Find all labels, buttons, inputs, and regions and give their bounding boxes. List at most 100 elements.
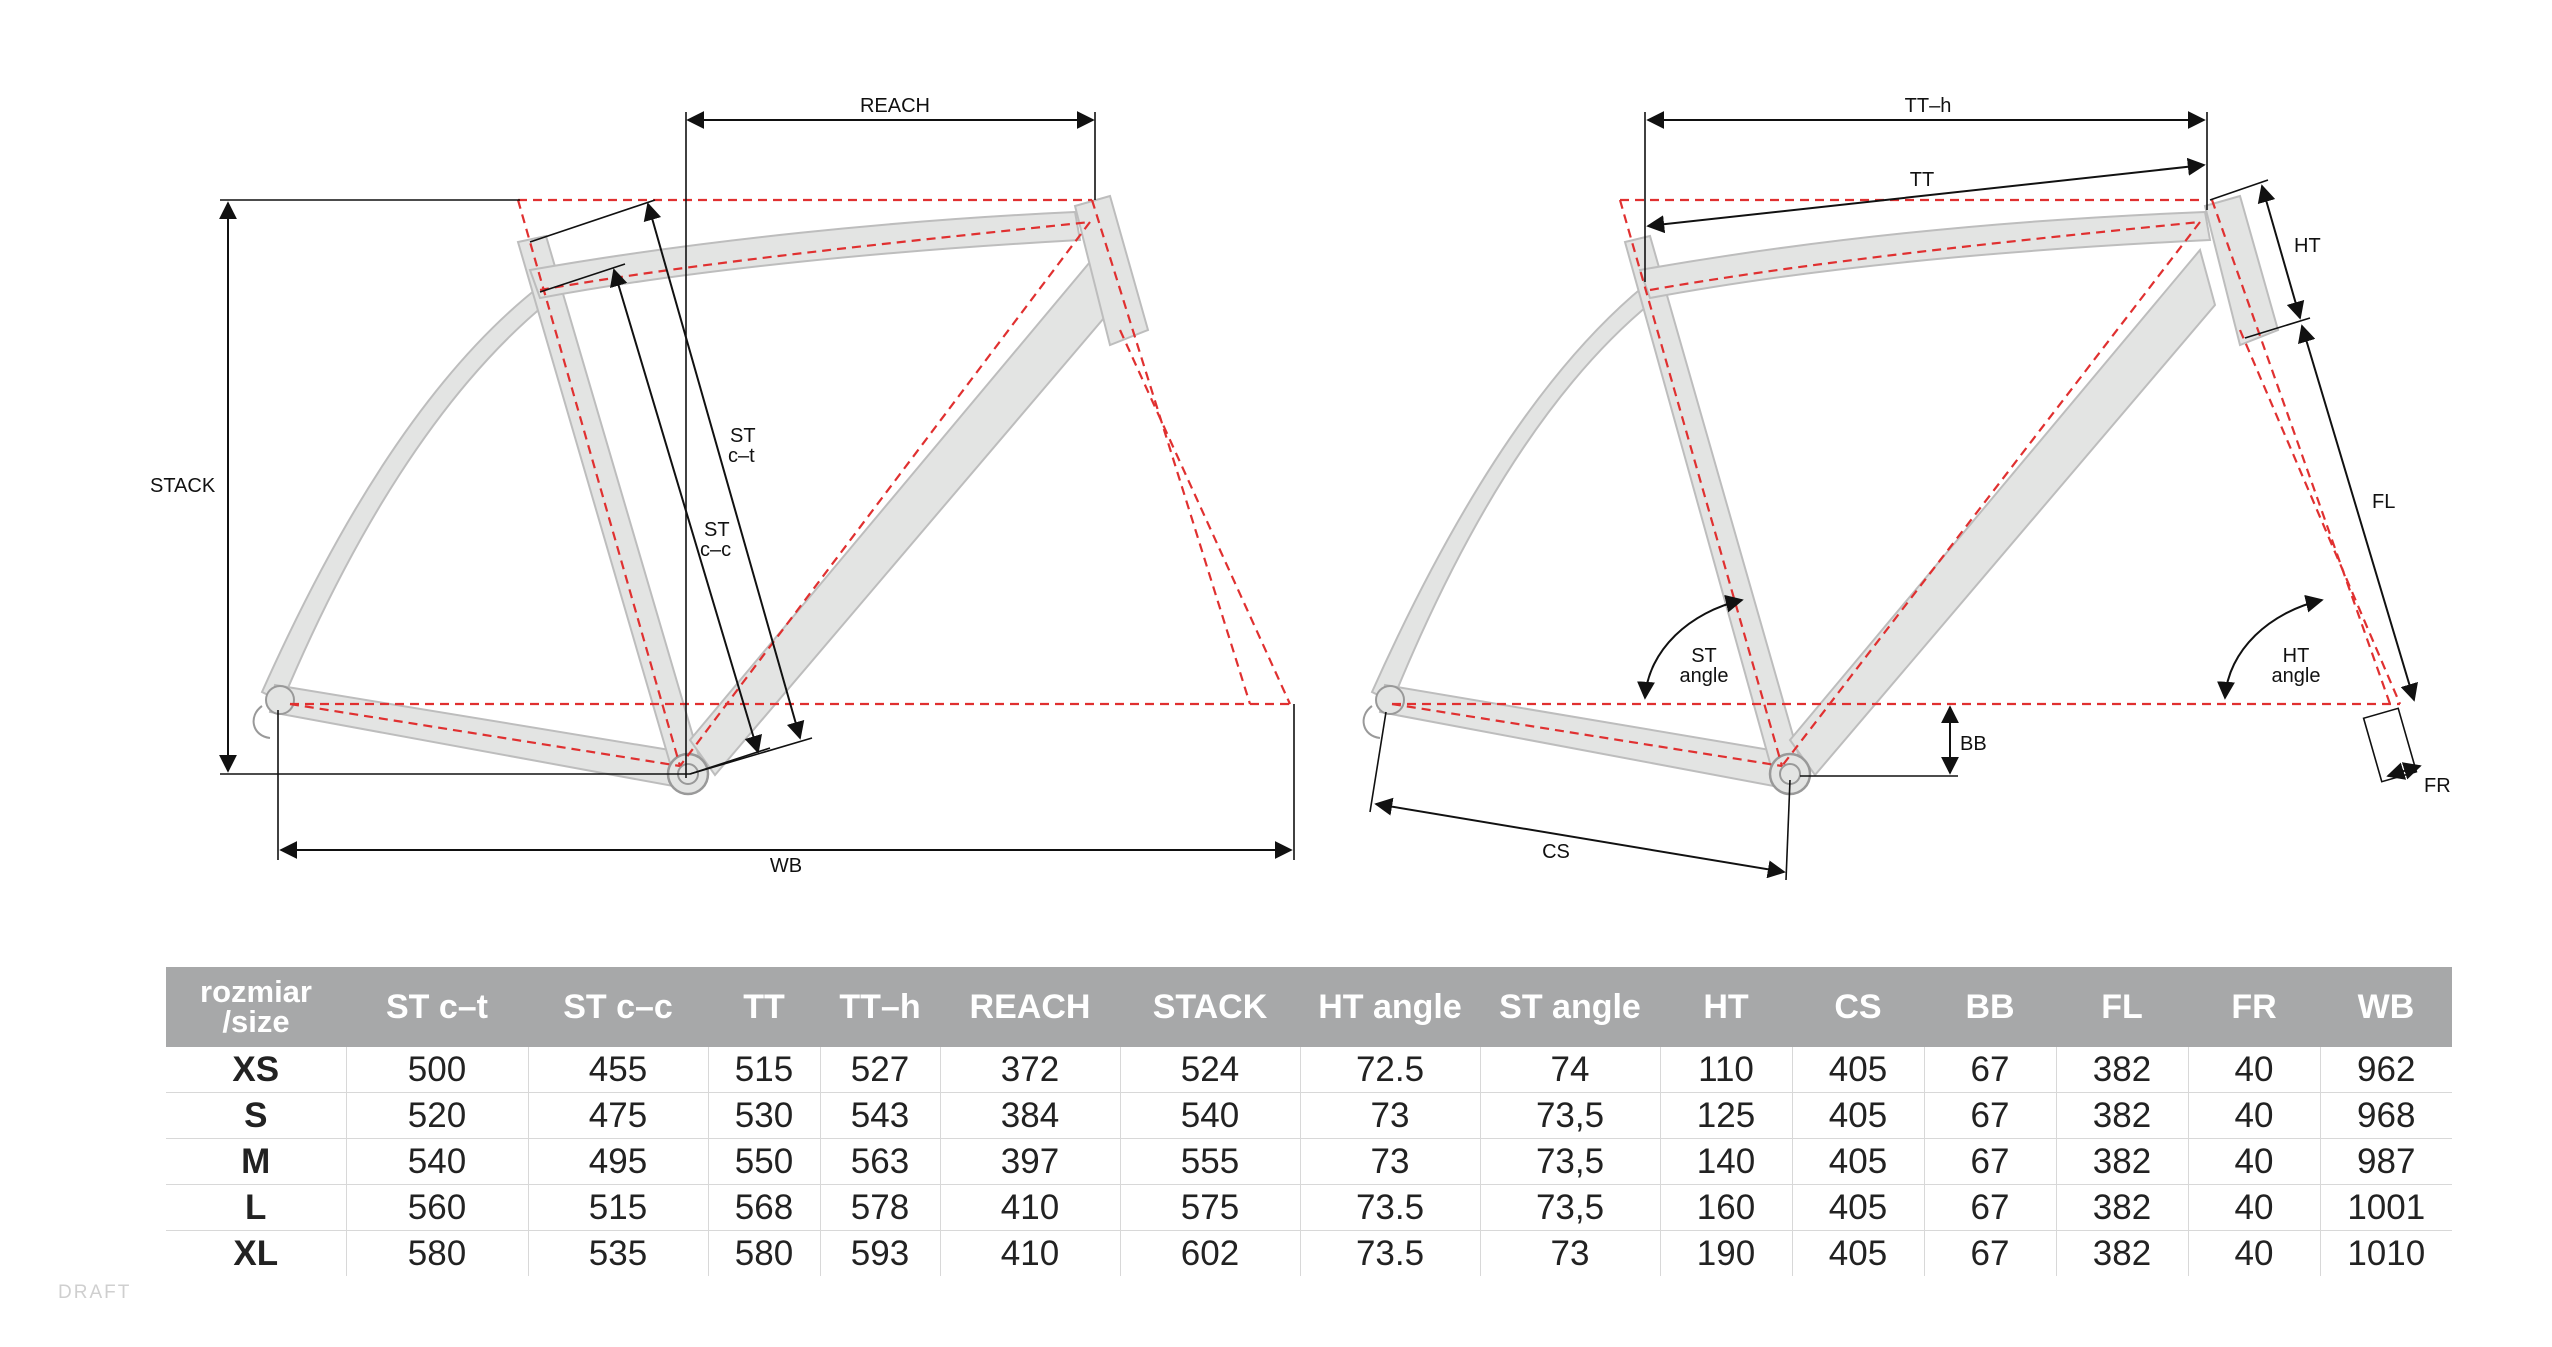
- table-row: M 540 495 550 563 397 555 73 73,5 140 40…: [166, 1138, 2452, 1185]
- table-cell: 575: [1119, 1184, 1300, 1231]
- header-tt: TT: [708, 967, 820, 1047]
- right-frame-diagram: TT–h TT HT FL ST angle HT angle BB CS FR: [1362, 95, 2451, 881]
- st-ct-label-line1: ST: [730, 425, 756, 447]
- ht-angle-label-line1: HT: [2283, 645, 2310, 667]
- table-cell: 110: [1659, 1047, 1792, 1093]
- header-ht-angle: HT angle: [1300, 967, 1480, 1047]
- size-cell: M: [166, 1138, 346, 1185]
- header-stack: STACK: [1120, 967, 1300, 1047]
- table-cell: 73,5: [1479, 1184, 1660, 1231]
- table-cell: 397: [939, 1138, 1120, 1185]
- header-ht: HT: [1660, 967, 1792, 1047]
- fl-label: FL: [2372, 491, 2395, 513]
- header-fl: FL: [2056, 967, 2188, 1047]
- table-cell: 384: [939, 1092, 1120, 1139]
- table-cell: 125: [1659, 1092, 1792, 1139]
- table-cell: 382: [2055, 1138, 2188, 1185]
- table-cell: 405: [1791, 1047, 1924, 1093]
- size-cell: S: [166, 1092, 346, 1139]
- table-cell: 543: [819, 1092, 940, 1139]
- table-cell: 382: [2055, 1230, 2188, 1276]
- table-cell: 968: [2319, 1092, 2452, 1139]
- table-cell: 527: [819, 1047, 940, 1093]
- table-cell: 405: [1791, 1138, 1924, 1185]
- table-cell: 455: [527, 1047, 708, 1093]
- table-cell: 540: [345, 1138, 528, 1185]
- reach-label: REACH: [860, 95, 930, 117]
- table-cell: 405: [1791, 1184, 1924, 1231]
- table-cell: 520: [345, 1092, 528, 1139]
- ht-label: HT: [2294, 235, 2321, 257]
- table-cell: 410: [939, 1184, 1120, 1231]
- table-cell: 72.5: [1299, 1047, 1480, 1093]
- header-size: rozmiar /size: [166, 967, 346, 1047]
- header-wb: WB: [2320, 967, 2452, 1047]
- table-cell: 40: [2187, 1138, 2320, 1185]
- table-cell: 372: [939, 1047, 1120, 1093]
- table-cell: 67: [1923, 1230, 2056, 1276]
- table-cell: 515: [527, 1184, 708, 1231]
- table-cell: 67: [1923, 1047, 2056, 1093]
- size-cell: L: [166, 1184, 346, 1231]
- table-cell: 987: [2319, 1138, 2452, 1185]
- table-cell: 540: [1119, 1092, 1300, 1139]
- ht-angle-label-line2: angle: [2272, 665, 2321, 687]
- table-cell: 405: [1791, 1092, 1924, 1139]
- table-cell: 524: [1119, 1047, 1300, 1093]
- st-angle-label-line2: angle: [1680, 665, 1729, 687]
- table-cell: 382: [2055, 1184, 2188, 1231]
- table-cell: 1001: [2319, 1184, 2452, 1231]
- left-labels: REACH STACK ST c–t ST c–c WB: [150, 95, 930, 877]
- table-cell: 67: [1923, 1138, 2056, 1185]
- geometry-table: rozmiar /size ST c–t ST c–c TT TT–h REAC…: [166, 967, 2452, 1276]
- table-cell: 67: [1923, 1092, 2056, 1139]
- table-cell: 578: [819, 1184, 940, 1231]
- table-cell: 382: [2055, 1092, 2188, 1139]
- table-row: S 520 475 530 543 384 540 73 73,5 125 40…: [166, 1092, 2452, 1139]
- table-cell: 515: [707, 1047, 820, 1093]
- right-labels: TT–h TT HT FL ST angle HT angle BB CS FR: [1542, 95, 2451, 863]
- stack-label: STACK: [150, 475, 216, 497]
- table-cell: 530: [707, 1092, 820, 1139]
- size-cell: XS: [166, 1047, 346, 1093]
- st-ct-label-line2: c–t: [728, 445, 755, 467]
- header-st-cc: ST c–c: [528, 967, 708, 1047]
- table-cell: 73: [1299, 1138, 1480, 1185]
- table-cell: 73,5: [1479, 1138, 1660, 1185]
- st-cc-label-line2: c–c: [700, 539, 731, 561]
- table-cell: 500: [345, 1047, 528, 1093]
- table-cell: 535: [527, 1230, 708, 1276]
- table-cell: 1010: [2319, 1230, 2452, 1276]
- header-size-line2: /size: [222, 1004, 290, 1039]
- header-cs: CS: [1792, 967, 1924, 1047]
- table-row: XS 500 455 515 527 372 524 72.5 74 110 4…: [166, 1047, 2452, 1093]
- size-cell: XL: [233, 1233, 279, 1273]
- header-fr: FR: [2188, 967, 2320, 1047]
- table-cell: 382: [2055, 1047, 2188, 1093]
- table-cell: 40: [2187, 1092, 2320, 1139]
- left-frame-diagram: REACH STACK ST c–t ST c–c WB: [150, 95, 1295, 877]
- table-cell: 568: [707, 1184, 820, 1231]
- table-cell: 593: [819, 1230, 940, 1276]
- st-cc-label-line1: ST: [704, 519, 730, 541]
- table-cell: 563: [819, 1138, 940, 1185]
- header-st-angle: ST angle: [1480, 967, 1660, 1047]
- fr-label: FR: [2424, 775, 2451, 797]
- table-cell: 40: [2187, 1047, 2320, 1093]
- table-cell: 140: [1659, 1138, 1792, 1185]
- tt-label: TT: [1910, 169, 1934, 191]
- table-header-row: rozmiar /size ST c–t ST c–c TT TT–h REAC…: [166, 967, 2452, 1047]
- table-cell: 73: [1479, 1230, 1660, 1276]
- header-tt-h: TT–h: [820, 967, 940, 1047]
- table-cell: 160: [1659, 1184, 1792, 1231]
- draft-watermark: DRAFT: [58, 1282, 132, 1303]
- cs-label: CS: [1542, 841, 1570, 863]
- table-cell: 67: [1923, 1184, 2056, 1231]
- table-cell: 73.5: [1299, 1230, 1480, 1276]
- table-cell: 962: [2319, 1047, 2452, 1093]
- table-cell: 73,5: [1479, 1092, 1660, 1139]
- left-dimension-lines: [219, 111, 1295, 860]
- table-cell: 410: [939, 1230, 1120, 1276]
- wb-label: WB: [770, 855, 802, 877]
- table-cell: 475: [527, 1092, 708, 1139]
